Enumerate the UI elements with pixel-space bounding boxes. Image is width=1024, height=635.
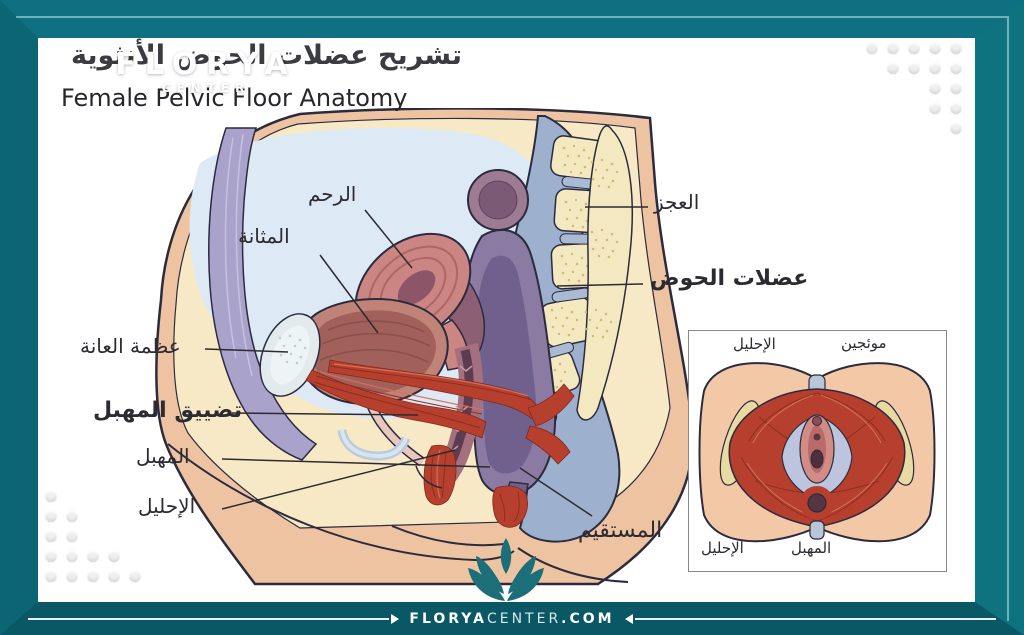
label-vagina: المهبل <box>136 444 190 468</box>
perineal-view-inset: الإحليل موئجين الإحليل المهبل <box>688 330 947 572</box>
footer-line-left <box>28 617 390 620</box>
label-pubic-bone: عظمة العانة <box>80 334 181 358</box>
footer-bar: FLORYACENTER.COM <box>0 602 1024 635</box>
footer-arrow-left-icon <box>624 613 633 624</box>
pelvis-sagittal-illustration <box>155 108 694 586</box>
perineal-view-illustration <box>698 362 936 543</box>
label-urethra: الإحليل <box>138 494 196 518</box>
footer-website-center: CENTER <box>486 610 562 627</box>
footer-arrow-right-icon <box>391 613 400 624</box>
label-vaginal-tightening: تضييق المهبل <box>93 398 243 423</box>
content-card: تشريح عضلات الحوض الأنثوية Female Pelvic… <box>38 38 975 602</box>
dots-decoration-bottom-left <box>45 490 141 582</box>
page-title-english: Female Pelvic Floor Anatomy <box>61 84 408 112</box>
inset-label-urethra-bottom: الإحليل <box>701 539 744 557</box>
footer-website-tld: .COM <box>561 610 615 627</box>
footer-website-brand: FLORYA <box>409 610 487 627</box>
label-bladder: المثانة <box>238 224 290 248</box>
dots-decoration-top-right <box>866 42 962 134</box>
label-uterus: الرحم <box>308 182 357 206</box>
footer-line-right <box>634 617 997 620</box>
label-sacrum: العجز <box>654 190 700 214</box>
label-pelvic-muscles: عضلات الحوض <box>650 266 809 291</box>
lotus-logo-icon <box>468 538 544 601</box>
page-title-arabic: تشريح عضلات الحوض الأنثوية <box>71 40 462 71</box>
inset-label-urethra-top: الإحليل <box>733 335 776 353</box>
inset-label-vagina-bottom: المهبل <box>791 539 832 557</box>
inset-label-muscles-right: موئجين <box>841 334 887 352</box>
label-rectum: المستقيم <box>578 518 663 543</box>
footer-website: FLORYACENTER.COM <box>409 611 614 627</box>
